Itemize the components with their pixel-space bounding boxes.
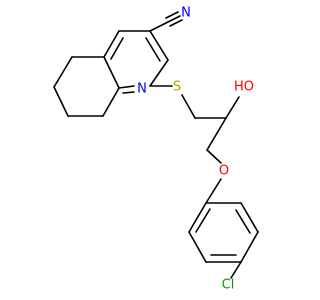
bond (110, 37, 124, 60)
bond (149, 21, 169, 32)
bond (103, 30, 120, 58)
bond (169, 19, 183, 27)
bond (53, 56, 73, 88)
bond (225, 96, 240, 119)
bond (188, 202, 207, 233)
bond (206, 117, 227, 151)
bond (167, 15, 181, 23)
chemical-structure-diagram: N N S HO O Cl (53, 6, 259, 293)
chlorine-label: Cl (222, 278, 235, 293)
pyridine-ring (102, 30, 169, 117)
bond (240, 202, 259, 233)
bond (205, 178, 222, 204)
bond (53, 86, 69, 117)
ether-oxygen-label: O (219, 164, 229, 179)
bond (118, 85, 135, 89)
nitrile-nitrogen-label: N (181, 6, 191, 21)
cyclohexane-ring (53, 56, 105, 117)
bond (103, 56, 120, 89)
bond (102, 87, 120, 117)
bond (235, 209, 251, 234)
sulfur-label: S (173, 80, 181, 95)
bond (188, 231, 207, 263)
ring-nitrogen-label: N (137, 82, 147, 97)
bond (230, 261, 242, 279)
side-chain (149, 85, 240, 204)
nitrile-group (149, 11, 183, 32)
hydroxyl-label: HO (234, 80, 254, 95)
bond (195, 208, 211, 233)
bond (240, 231, 259, 263)
bond (122, 91, 135, 94)
bond (181, 94, 196, 119)
bond (145, 37, 161, 62)
bond (165, 11, 179, 19)
bond (206, 149, 222, 164)
chlorophenyl-ring (188, 202, 259, 279)
bond (149, 59, 169, 87)
atom-labels: N N S HO O Cl (137, 6, 254, 293)
bond (149, 30, 169, 61)
